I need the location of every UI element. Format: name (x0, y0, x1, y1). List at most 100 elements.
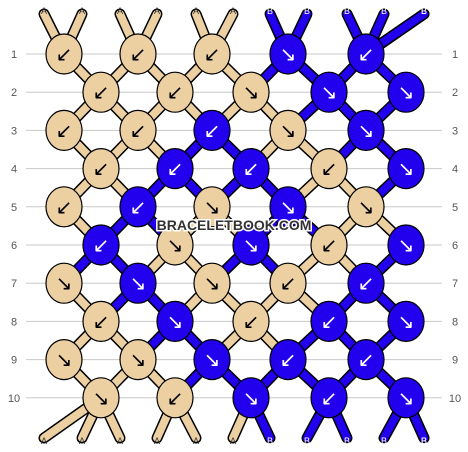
knot: ↙ (193, 109, 231, 151)
row-number-left: 10 (8, 393, 20, 405)
knot: ↘ (387, 224, 425, 266)
arrow-down-left-icon: ↙ (321, 157, 338, 181)
arrow-down-left-icon: ↙ (56, 42, 73, 66)
arrow-down-left-icon: ↙ (321, 386, 338, 410)
arrow-down-left-icon: ↙ (204, 42, 221, 66)
knot: ↙ (269, 339, 307, 381)
knot-oval (193, 339, 231, 381)
knot-oval (347, 109, 385, 151)
knot-oval (387, 71, 425, 113)
knot: ↘ (310, 71, 348, 113)
knot-oval (119, 186, 157, 228)
row-number-left: 8 (11, 316, 17, 328)
knot-oval (347, 339, 385, 381)
row-number-right: 4 (452, 164, 458, 176)
knot: ↙ (310, 300, 348, 342)
knot-oval (310, 224, 348, 266)
row-number-right: 9 (452, 355, 458, 367)
strand-label-bottom: B (304, 436, 310, 446)
strand-label-bottom: A (117, 436, 123, 446)
arrow-down-right-icon: ↘ (358, 195, 375, 219)
arrow-down-left-icon: ↙ (280, 348, 297, 372)
knot-oval (232, 224, 270, 266)
arrow-down-right-icon: ↘ (243, 233, 260, 257)
strand-label-bottom: B (421, 436, 427, 446)
arrow-down-right-icon: ↘ (56, 271, 73, 295)
strand-label-top: A (154, 6, 160, 16)
strand-label-top: A (41, 6, 47, 16)
arrow-down-right-icon: ↘ (358, 118, 375, 142)
knot: ↙ (45, 109, 83, 151)
arrow-down-right-icon: ↘ (398, 386, 415, 410)
strand-label-top: B (267, 6, 273, 16)
knot: ↘ (45, 339, 83, 381)
arrow-down-left-icon: ↙ (93, 80, 110, 104)
knot: ↙ (45, 186, 83, 228)
knot: ↙ (156, 71, 194, 113)
knot: ↘ (232, 71, 270, 113)
knot: ↘ (387, 71, 425, 113)
row-number-left: 2 (11, 87, 17, 99)
row-number-left: 3 (11, 125, 17, 137)
knot-oval (387, 377, 425, 419)
row-number-left: 4 (11, 164, 17, 176)
arrow-down-left-icon: ↙ (130, 195, 147, 219)
row-number-right: 6 (452, 240, 458, 252)
knot: ↘ (387, 300, 425, 342)
arrow-down-right-icon: ↘ (398, 233, 415, 257)
knot-oval (232, 300, 270, 342)
strand-label-bottom: A (154, 436, 160, 446)
arrow-down-right-icon: ↘ (398, 309, 415, 333)
strand-label-bottom: B (344, 436, 350, 446)
knot-oval (156, 71, 194, 113)
knot-oval (82, 300, 120, 342)
knot: ↘ (193, 339, 231, 381)
knot-oval (347, 262, 385, 304)
knot: ↙ (119, 186, 157, 228)
row-number-left: 6 (11, 240, 17, 252)
knot-oval (82, 71, 120, 113)
knot: ↙ (232, 148, 270, 190)
strand-label-bottom: B (421, 436, 427, 446)
knot: ↙ (119, 33, 157, 75)
arrow-down-right-icon: ↘ (280, 195, 297, 219)
row-number-right: 1 (452, 49, 458, 61)
arrow-down-right-icon: ↘ (130, 348, 147, 372)
knot-oval (45, 33, 83, 75)
row-number-left: 7 (11, 278, 17, 290)
knot-oval (45, 339, 83, 381)
arrow-down-left-icon: ↙ (130, 118, 147, 142)
knot-oval (310, 377, 348, 419)
knot-oval (193, 33, 231, 75)
knot-oval (119, 339, 157, 381)
strand-label-bottom: A (79, 436, 85, 446)
knot: ↘ (45, 262, 83, 304)
row-number-right: 8 (452, 316, 458, 328)
knot-oval (193, 262, 231, 304)
row-number-right: 10 (449, 393, 461, 405)
row-number-right: 2 (452, 87, 458, 99)
arrow-down-left-icon: ↙ (93, 233, 110, 257)
strand-label-bottom: B (381, 436, 387, 446)
knot: ↙ (156, 148, 194, 190)
arrow-down-right-icon: ↘ (280, 118, 297, 142)
arrow-down-left-icon: ↙ (204, 118, 221, 142)
knot: ↘ (156, 224, 194, 266)
knot: ↘ (193, 186, 231, 228)
arrow-down-left-icon: ↙ (280, 271, 297, 295)
strand-label-top: B (304, 6, 310, 16)
knot-oval (119, 262, 157, 304)
knot: ↙ (119, 109, 157, 151)
strand-label-bottom: A (230, 436, 236, 446)
knot-oval (193, 109, 231, 151)
arrow-down-left-icon: ↙ (358, 348, 375, 372)
knot: ↘ (269, 33, 307, 75)
strand-label-bottom: A (41, 436, 47, 446)
knot: ↙ (156, 377, 194, 419)
knot: ↘ (82, 377, 120, 419)
arrow-down-right-icon: ↘ (243, 80, 260, 104)
knot: ↘ (232, 224, 270, 266)
knot: ↘ (269, 186, 307, 228)
knot-oval (269, 186, 307, 228)
